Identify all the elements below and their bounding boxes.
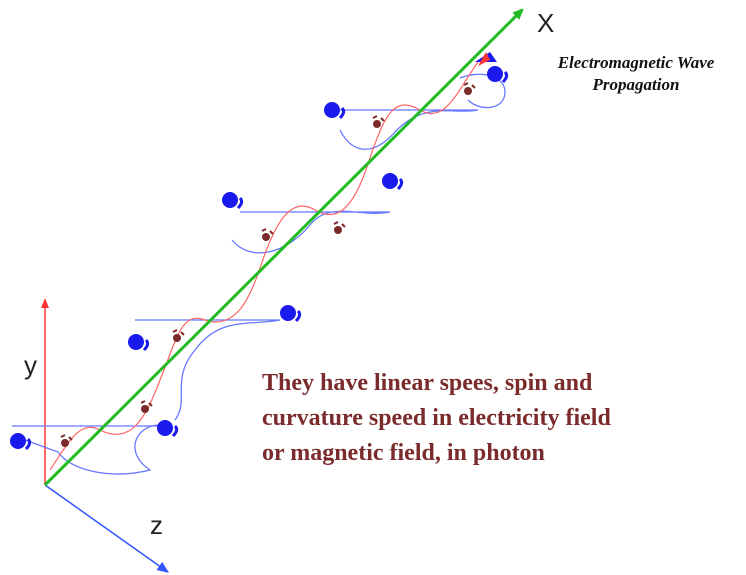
red-particle-icon bbox=[333, 221, 346, 234]
blue-particle-icon bbox=[324, 102, 346, 120]
z-axis-label: z bbox=[150, 510, 163, 540]
electric-wave bbox=[49, 61, 479, 471]
magnetic-loop-1 bbox=[12, 424, 166, 475]
magnetic-loop-4 bbox=[330, 109, 479, 150]
caption-line-1: They have linear spees, spin and bbox=[262, 370, 593, 396]
z-axis bbox=[44, 484, 170, 573]
x-axis bbox=[43, 12, 520, 487]
magnetic-loop-5 bbox=[459, 73, 506, 109]
blue-particle-icon bbox=[487, 66, 509, 84]
red-particles bbox=[60, 82, 476, 447]
red-particle-icon bbox=[172, 329, 185, 342]
magnetic-loop-2 bbox=[135, 319, 281, 421]
caption-line-3: or magnetic field, in photon bbox=[262, 439, 545, 466]
blue-particle-icon bbox=[128, 334, 150, 352]
magnetic-loop-3 bbox=[231, 210, 391, 254]
blue-particle-icon bbox=[10, 433, 32, 451]
red-particle-icon bbox=[261, 228, 274, 241]
wave-tip-red-icon bbox=[478, 52, 490, 66]
caption-line-2: curvature speed in electricity field bbox=[262, 404, 611, 431]
title-line-2: Propagation bbox=[592, 75, 680, 95]
magnetic-wave bbox=[12, 73, 506, 475]
blue-particle-icon bbox=[382, 173, 404, 191]
blue-particles bbox=[10, 66, 509, 451]
red-particle-icon bbox=[140, 400, 153, 413]
title-line-1: Electromagnetic Wave bbox=[557, 53, 715, 72]
blue-particle-icon bbox=[157, 420, 179, 438]
blue-particle-icon bbox=[222, 192, 244, 210]
red-particle-icon bbox=[60, 434, 73, 447]
y-axis-label: y bbox=[24, 350, 37, 380]
red-particle-icon bbox=[463, 82, 476, 95]
blue-particle-icon bbox=[280, 305, 302, 323]
diagram-title: Electromagnetic Wave Propagation bbox=[530, 52, 742, 96]
x-axis-label: X bbox=[537, 8, 555, 38]
red-particle-icon bbox=[372, 115, 385, 128]
caption: They have linear spees, spin and curvatu… bbox=[262, 366, 611, 470]
